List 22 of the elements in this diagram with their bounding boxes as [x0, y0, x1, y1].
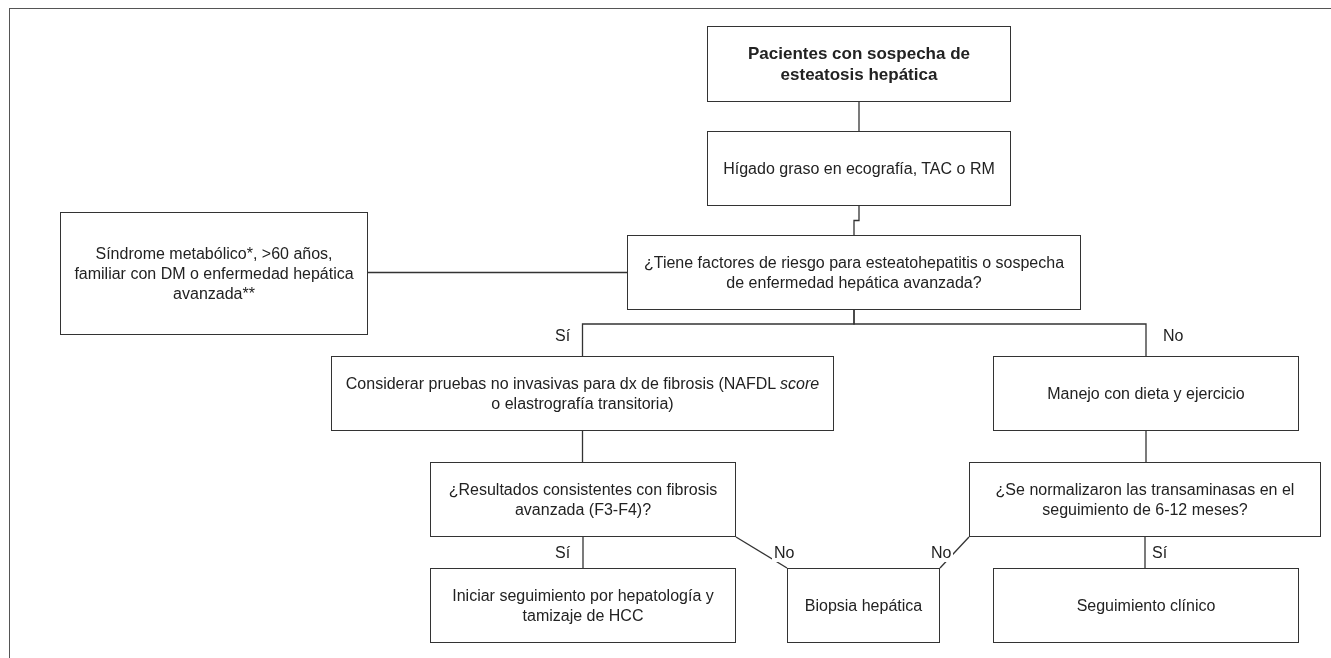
connector-line	[858, 101, 860, 132]
connector-line	[853, 205, 860, 236]
edge-label: No	[772, 544, 797, 562]
process-box: Iniciar seguimiento por hepatología y tamizaje de HCC	[430, 568, 736, 643]
edge-label: No	[929, 544, 954, 562]
process-box: ¿Se normalizaron las transaminasas en el seguimiento de 6-12 meses?	[969, 462, 1321, 537]
process-box: Manejo con dieta y ejercicio	[993, 356, 1299, 431]
connector-line	[1144, 536, 1146, 569]
connector-line	[581, 430, 584, 463]
connector-line	[1145, 430, 1147, 463]
process-box: Biopsia hepática	[787, 568, 940, 643]
process-box: ¿Tiene factores de riesgo para esteatohepatitis o sospecha de enfermedad hepática avanzada?	[627, 235, 1081, 310]
process-box: Considerar pruebas no invasivas para dx de fibrosis (NAFDL score o elastrografía transitoria)	[331, 356, 834, 431]
connector-line	[367, 271, 628, 274]
connector-line	[853, 309, 1147, 357]
connector-line	[735, 536, 788, 569]
connector-line	[582, 536, 584, 569]
process-box: ¿Resultados consistentes con fibrosis avanzada (F3-F4)?	[430, 462, 736, 537]
process-box: Síndrome metabólico*, >60 años, familiar con DM o enfermedad hepática avanzada**	[60, 212, 368, 335]
process-box: Seguimiento clínico	[993, 568, 1299, 643]
start-box: Pacientes con sospecha de esteatosis hepática	[707, 26, 1011, 102]
process-box: Hígado graso en ecografía, TAC o RM	[707, 131, 1011, 206]
